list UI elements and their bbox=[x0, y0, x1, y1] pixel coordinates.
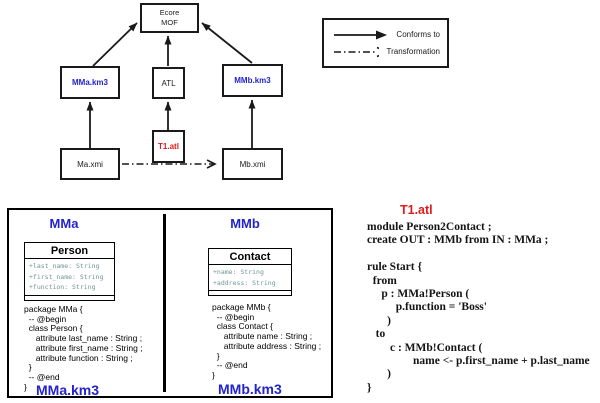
class-box-person: Person +last_name: String +first_name: S… bbox=[24, 242, 115, 301]
node-mma-km3: MMa.km3 bbox=[60, 66, 120, 99]
person-class-name: Person bbox=[25, 243, 114, 259]
node-ma-xmi: Ma.xmi bbox=[60, 148, 120, 180]
legend-row-transformation: Transformation bbox=[331, 46, 440, 58]
person-attributes: +last_name: String +first_name: String +… bbox=[29, 262, 104, 291]
arrow-mmb-to-ecore bbox=[201, 22, 253, 64]
node-ecore-label: Ecore MOF bbox=[159, 8, 180, 27]
atl-listing-code: module Person2Contact ; create OUT : MMb… bbox=[367, 221, 590, 394]
mmb-km3-code: package MMb { -- @begin class Contact { … bbox=[212, 302, 322, 380]
atl-listing-title: T1.atl bbox=[400, 203, 433, 217]
panel-divider bbox=[163, 214, 166, 392]
node-t1-atl: T1.atl bbox=[152, 130, 185, 163]
diagram-arrows bbox=[86, 22, 256, 200]
mma-title: MMa bbox=[49, 216, 79, 231]
node-mb-xmi: Mb.xmi bbox=[222, 148, 283, 180]
node-ecore-mof: Ecore MOF bbox=[140, 3, 199, 33]
metamodel-panel: MMa Person +last_name: String +first_nam… bbox=[7, 208, 333, 398]
node-mb-xmi-label: Mb.xmi bbox=[239, 159, 266, 169]
person-methods-compartment bbox=[25, 294, 114, 300]
contact-attributes: +name: String +address: String bbox=[213, 268, 276, 287]
legend: Conforms to Transformation bbox=[322, 18, 449, 68]
solid-arrow-icon bbox=[334, 30, 387, 39]
legend-transformation-label: Transformation bbox=[386, 47, 441, 56]
node-mmb-km3-label: MMb.km3 bbox=[234, 76, 271, 85]
class-box-contact: Contact +name: String +address: String bbox=[208, 248, 292, 296]
mmb-title: MMb bbox=[230, 216, 260, 231]
mmb-km3-caption: MMb.km3 bbox=[218, 381, 282, 397]
legend-row-conforms: Conforms to bbox=[331, 29, 440, 41]
contact-class-name: Contact bbox=[209, 249, 291, 265]
node-mmb-km3: MMb.km3 bbox=[222, 64, 283, 97]
node-t1-atl-label: T1.atl bbox=[158, 142, 179, 151]
node-ma-xmi-label: Ma.xmi bbox=[77, 159, 103, 169]
dash-dot-arrow-icon bbox=[334, 46, 379, 57]
node-atl-label: ATL bbox=[161, 78, 176, 88]
node-mma-km3-label: MMa.km3 bbox=[71, 78, 108, 87]
mma-km3-code: package MMa { -- @begin class Person { a… bbox=[24, 304, 143, 392]
node-atl: ATL bbox=[152, 67, 185, 99]
arrow-mma-to-ecore bbox=[92, 22, 138, 67]
contact-methods-compartment bbox=[209, 290, 291, 295]
mma-km3-caption: MMa.km3 bbox=[36, 382, 100, 398]
legend-conforms-label: Conforms to bbox=[396, 30, 440, 39]
